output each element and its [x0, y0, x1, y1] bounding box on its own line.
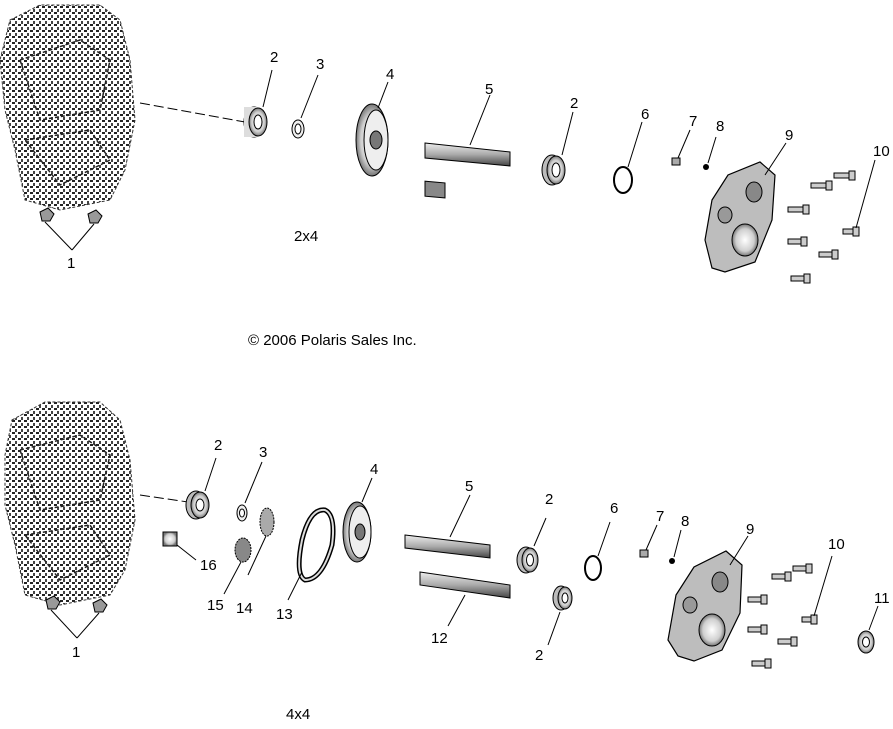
callout-15: 15: [207, 597, 224, 614]
copyright-notice: © 2006 Polaris Sales Inc.: [248, 332, 417, 349]
view-2x4: [0, 4, 876, 284]
callout-6: 6: [610, 500, 619, 517]
callout-5: 5: [465, 478, 474, 495]
nut-part: [45, 595, 108, 639]
gearcase-housing: [4, 401, 136, 606]
callout-4: 4: [370, 461, 379, 478]
gearcase-cover-part: [667, 535, 749, 662]
callout-2: 2: [270, 49, 279, 66]
drive-chain-part: [287, 507, 336, 601]
callout-5: 5: [485, 81, 494, 98]
dowel-part: [669, 529, 682, 564]
callout-13: 13: [276, 606, 293, 623]
callout-9: 9: [746, 521, 755, 538]
sprocket-disc-part: [355, 81, 389, 177]
callout-16: 16: [200, 557, 217, 574]
callout-6: 6: [641, 106, 650, 123]
bearing-part: [185, 457, 217, 520]
callout-8: 8: [681, 513, 690, 530]
plug-part: [639, 524, 658, 558]
gearcase-cover-part: [704, 142, 787, 273]
seal-part: [857, 605, 879, 654]
bearing-part: [541, 111, 574, 186]
callout-8: 8: [716, 118, 725, 135]
retaining-ring-part: [291, 74, 319, 139]
sprocket-disc-part: [342, 477, 373, 563]
view-4x4: [4, 401, 879, 669]
callout-12: 12: [431, 630, 448, 647]
callout-7: 7: [689, 113, 698, 130]
plug-part: [671, 129, 691, 166]
bearing-part: [547, 585, 573, 646]
bushing-part: [162, 531, 197, 561]
view-caption-4x4: 4x4: [286, 706, 311, 723]
callout-3: 3: [316, 56, 325, 73]
callout-9: 9: [785, 127, 794, 144]
bearing-part: [516, 517, 547, 574]
callout-1: 1: [72, 644, 81, 661]
output-shaft-part: [424, 94, 511, 199]
bolt-set-part: [787, 159, 876, 284]
o-ring-part: [584, 521, 611, 581]
gearcase-housing: [0, 4, 136, 211]
bolt-set-part: [747, 555, 833, 669]
o-ring-part: [613, 121, 643, 194]
gear-part: [247, 507, 275, 576]
nut-part: [39, 207, 103, 251]
retaining-ring-part: [236, 461, 263, 522]
callout-2c: 2: [535, 647, 544, 664]
callout-4: 4: [386, 66, 395, 83]
callout-2: 2: [214, 437, 223, 454]
callout-10: 10: [828, 536, 845, 553]
callout-11: 11: [874, 590, 890, 607]
callout-1: 1: [67, 255, 76, 272]
gear-part: [223, 537, 252, 595]
callout-3: 3: [259, 444, 268, 461]
callout-2b: 2: [545, 491, 554, 508]
callout-7: 7: [656, 508, 665, 525]
view-caption-2x4: 2x4: [294, 228, 319, 245]
callout-2b: 2: [570, 95, 579, 112]
bearing-part: [243, 69, 273, 138]
callout-14: 14: [236, 600, 253, 617]
front-shaft-part: [419, 571, 511, 627]
callout-10: 10: [873, 143, 890, 160]
output-shaft-part: [404, 494, 491, 559]
dowel-part: [703, 136, 717, 170]
